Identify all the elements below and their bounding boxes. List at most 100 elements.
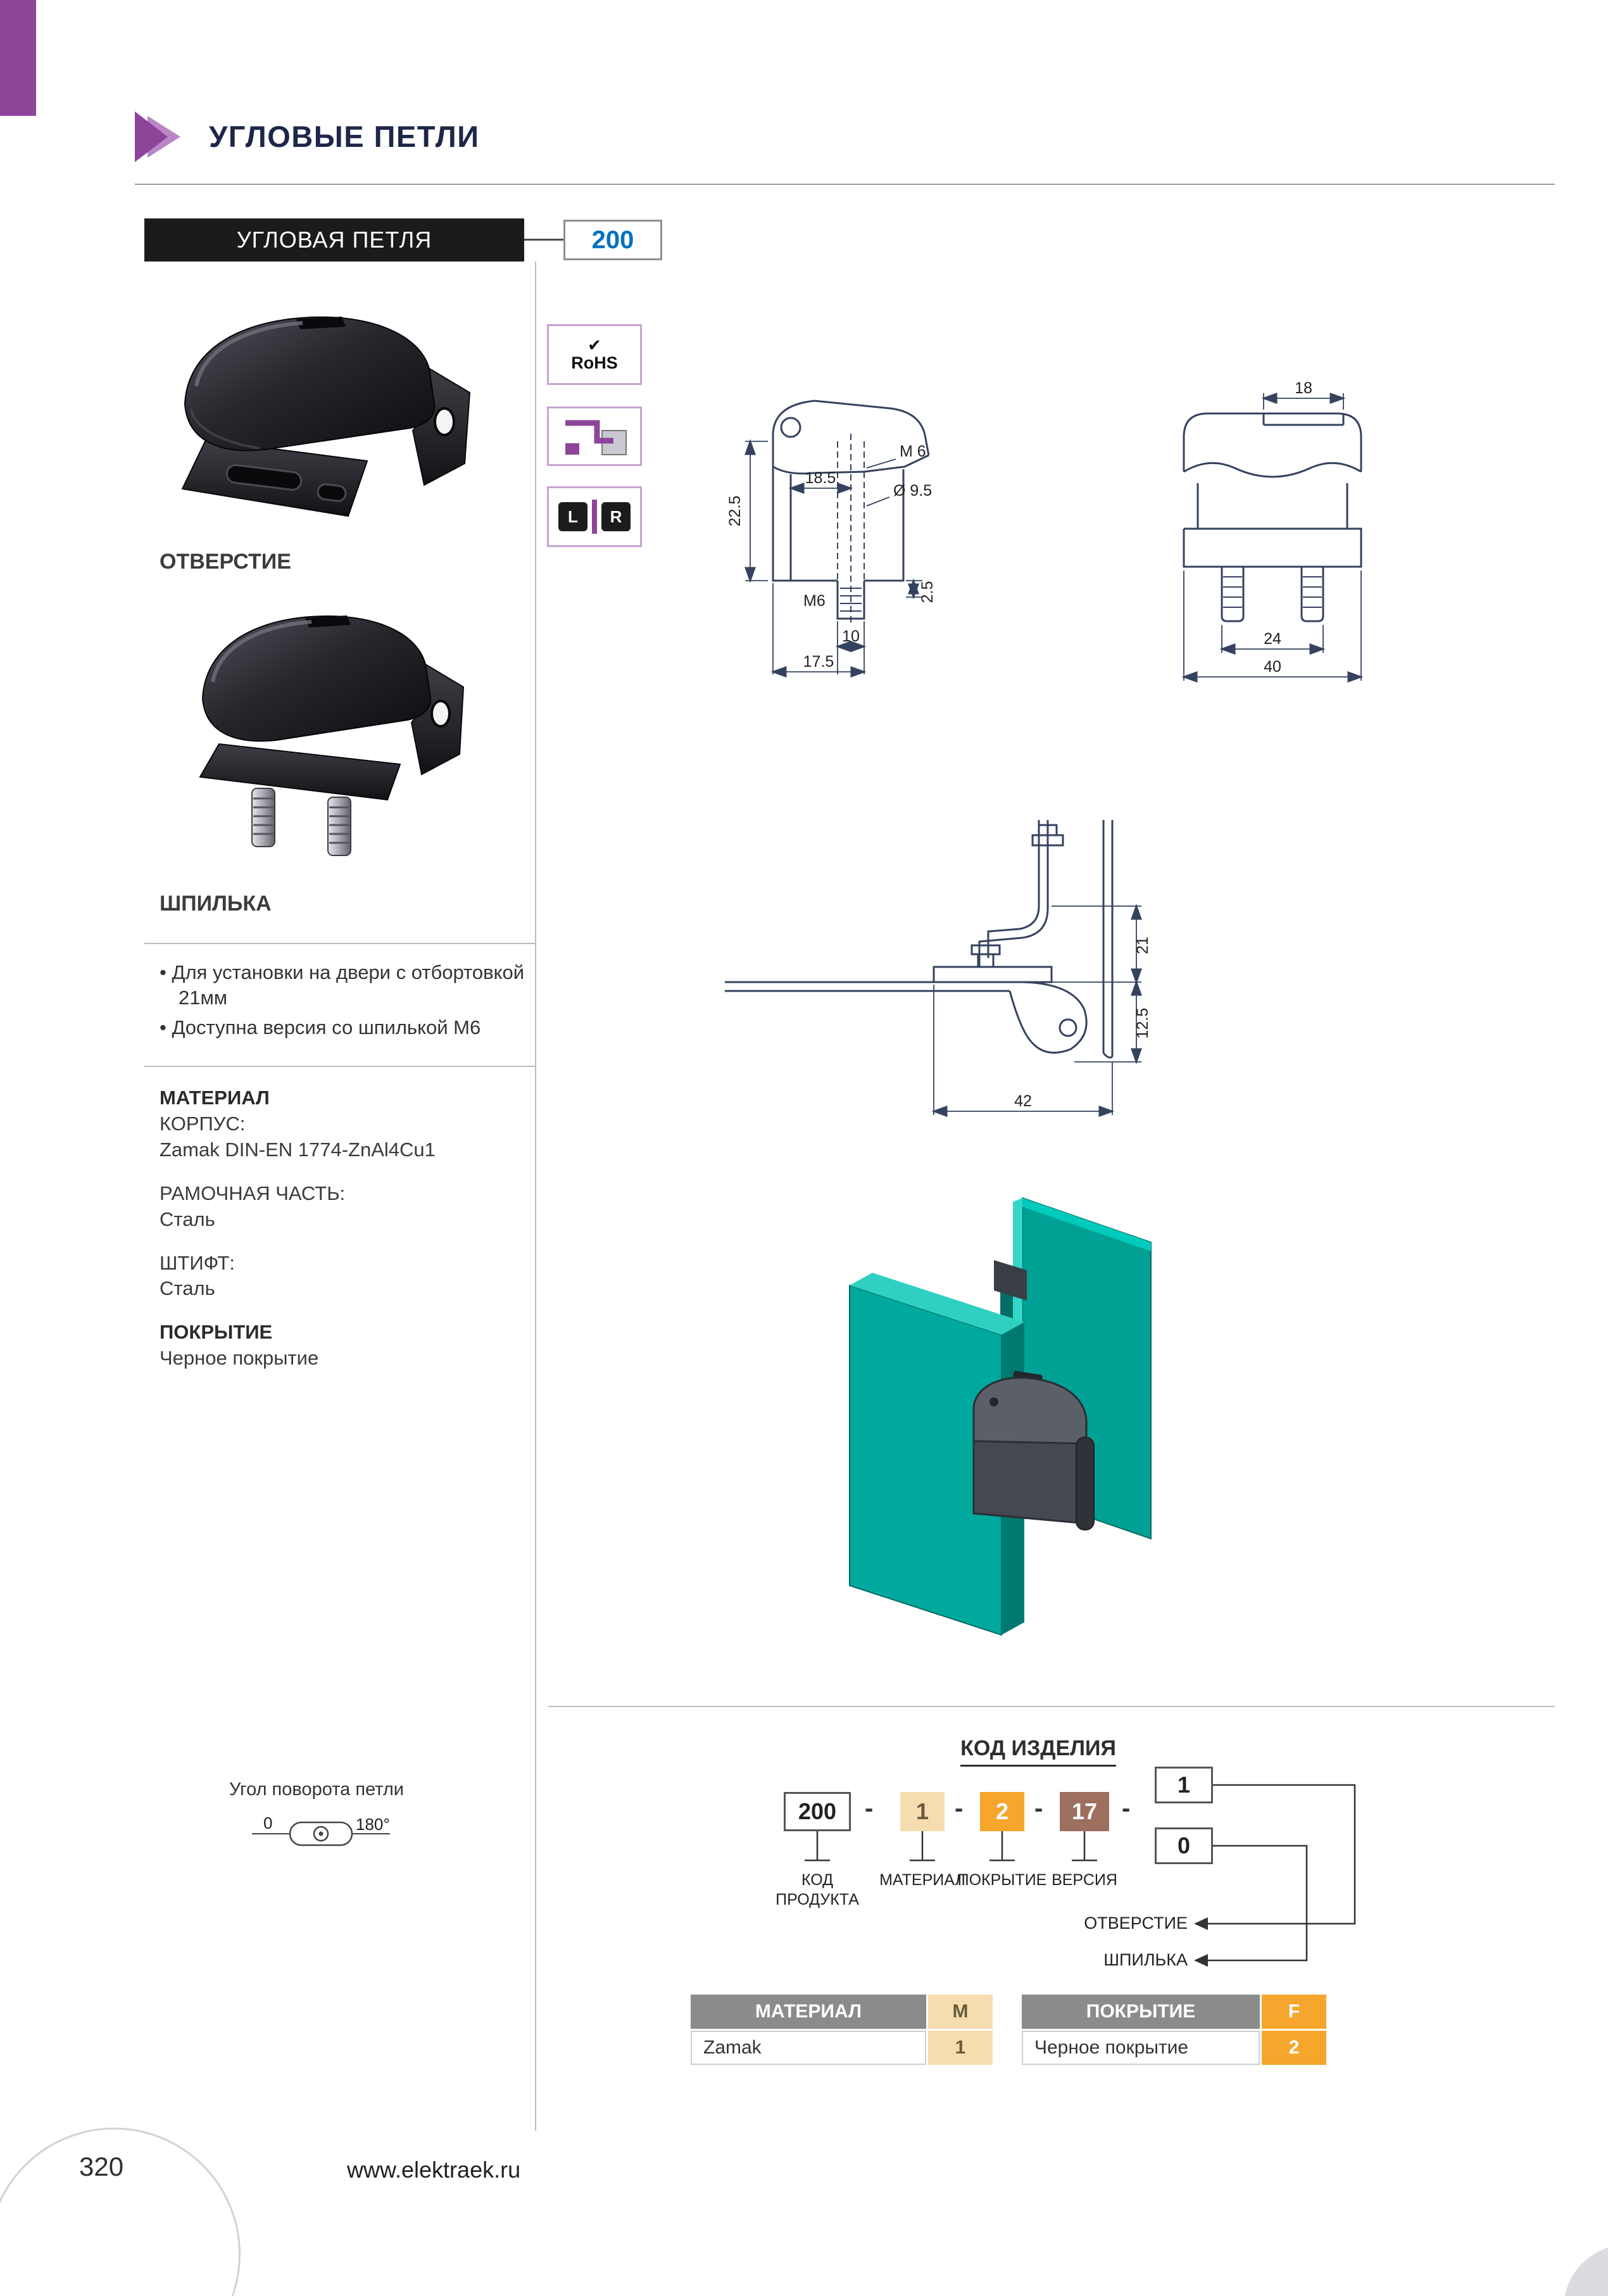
rotation-max: 180° bbox=[356, 1815, 390, 1834]
product-title-bar: УГЛОВАЯ ПЕТЛЯ bbox=[144, 218, 524, 262]
check-icon: ✔ bbox=[587, 335, 601, 355]
order-label-product-code-line1: КОД bbox=[801, 1871, 834, 1889]
dim-section-lower: 12.5 bbox=[1134, 1008, 1152, 1039]
door-mount-badge bbox=[547, 407, 642, 466]
rotation-label: Угол поворота петли bbox=[229, 1779, 404, 1800]
order-code-title: КОД ИЗДЕЛИЯ bbox=[886, 1736, 1190, 1767]
material-table-col-code: M bbox=[928, 1995, 993, 2029]
dim-side-base-width: 17.5 bbox=[803, 653, 834, 671]
website-url[interactable]: www.elektraek.ru bbox=[347, 2157, 521, 2183]
order-sep: - bbox=[955, 1795, 964, 1822]
variant-hole-label: ОТВЕРСТИЕ bbox=[160, 550, 291, 574]
coating-title: ПОКРЫТИЕ bbox=[160, 1321, 273, 1344]
order-option-stud-label: ШПИЛЬКА bbox=[1103, 1950, 1188, 1969]
left-rule-2 bbox=[144, 1066, 535, 1067]
purple-corner-band bbox=[0, 0, 36, 116]
coating-table-header-row: ПОКРЫТИЕ F bbox=[1022, 1995, 1326, 2029]
dim-side-top-width: 18.5 bbox=[805, 469, 836, 487]
order-option-stud-digit: 0 bbox=[1155, 1827, 1213, 1864]
frame-label: РАМОЧНАЯ ЧАСТЬ: bbox=[160, 1182, 346, 1204]
material-name-cell: Zamak bbox=[691, 2031, 926, 2065]
order-section-rule bbox=[548, 1706, 1555, 1707]
order-option-hole-digit: 1 bbox=[1155, 1767, 1213, 1803]
rohs-badge: ✔ RoHS bbox=[547, 324, 642, 385]
section-arrow-icon bbox=[135, 111, 180, 162]
right-letter: R bbox=[610, 507, 622, 526]
page-title: УГЛОВЫЕ ПЕТЛИ bbox=[209, 120, 480, 153]
left-right-badge: L R bbox=[547, 486, 642, 547]
dim-side-hole: Ø 9.5 bbox=[893, 482, 932, 500]
lr-divider bbox=[592, 500, 597, 534]
coating-table: ПОКРЫТИЕ F Черное покрытие 2 bbox=[1022, 1995, 1326, 2065]
page-number: 320 bbox=[79, 2152, 124, 2181]
order-sep: - bbox=[865, 1795, 874, 1822]
product-title: УГЛОВАЯ ПЕТЛЯ bbox=[236, 227, 432, 253]
product-photo-hole-version bbox=[181, 316, 471, 517]
dim-side-height: 22.5 bbox=[726, 496, 744, 527]
dim-side-stud-thread: M6 bbox=[803, 592, 826, 610]
variant-stud-label: ШПИЛЬКА bbox=[160, 892, 272, 916]
feature-list: • Для установки на двери с отбортовкой 2… bbox=[160, 960, 525, 1040]
order-sep: - bbox=[1122, 1795, 1131, 1822]
order-code-product: 200 bbox=[784, 1792, 851, 1831]
rotation-diagram: 0 180° bbox=[252, 1813, 390, 1846]
feature-item: • Доступна версия со шпилькой М6 bbox=[160, 1016, 481, 1038]
product-render bbox=[849, 1197, 1152, 1636]
material-table: МАТЕРИАЛ M Zamak 1 bbox=[691, 1995, 993, 2065]
order-label-material: МАТЕРИАЛ bbox=[879, 1871, 965, 1889]
drawing-side-view: 22.5 18.5 M 6 Ø 9.5 2.5 M6 10 17.5 bbox=[726, 400, 936, 678]
coating-value: Черное покрытие bbox=[160, 1347, 319, 1370]
frame-value: Сталь bbox=[160, 1208, 215, 1230]
drawing-section-view: 21 12.5 42 bbox=[725, 820, 1152, 1117]
dim-side-offset: 2.5 bbox=[919, 581, 936, 603]
code-connector-line bbox=[524, 239, 563, 241]
dim-front-width: 40 bbox=[1264, 658, 1281, 676]
material-table-header: МАТЕРИАЛ bbox=[691, 1995, 926, 2029]
dim-section-depth: 42 bbox=[1014, 1092, 1032, 1110]
product-code: 200 bbox=[591, 225, 634, 254]
dim-side-stud-width: 10 bbox=[842, 628, 860, 645]
order-label-version: ВЕРСИЯ bbox=[1052, 1871, 1117, 1889]
rotation-min: 0 bbox=[263, 1813, 272, 1832]
coating-table-header: ПОКРЫТИЕ bbox=[1022, 1995, 1260, 2029]
dim-side-thread: M 6 bbox=[900, 443, 926, 460]
order-code-title-text: КОД ИЗДЕЛИЯ bbox=[960, 1736, 1116, 1767]
door-mount-icon bbox=[565, 420, 627, 455]
left-hand-icon: L bbox=[558, 502, 587, 531]
product-photo-stud-version bbox=[199, 615, 465, 856]
order-code-coating: 2 bbox=[980, 1792, 1024, 1831]
order-option-hole-label: ОТВЕРСТИЕ bbox=[1084, 1914, 1188, 1933]
order-label-product-code: КОД ПРОДУКТА bbox=[754, 1870, 881, 1910]
coating-code-cell: 2 bbox=[1262, 2031, 1326, 2065]
order-label-product-code-line2: ПРОДУКТА bbox=[776, 1891, 859, 1909]
left-rule-1 bbox=[144, 943, 535, 944]
corner-ornament bbox=[1564, 2245, 1608, 2296]
order-code-material: 1 bbox=[900, 1792, 945, 1831]
drawing-front-view: 18 24 40 bbox=[1181, 379, 1364, 683]
left-letter: L bbox=[568, 507, 578, 526]
material-table-header-row: МАТЕРИАЛ M bbox=[691, 1995, 993, 2029]
right-hand-icon: R bbox=[601, 502, 631, 531]
material-table-row: Zamak 1 bbox=[691, 2031, 993, 2065]
body-label: КОРПУС: bbox=[160, 1112, 246, 1135]
material-code-cell: 1 bbox=[928, 2031, 993, 2065]
coating-table-col-code: F bbox=[1262, 1995, 1326, 2029]
dim-front-slot: 18 bbox=[1295, 379, 1312, 397]
material-title: МАТЕРИАЛ bbox=[160, 1087, 270, 1109]
rohs-label: RoHS bbox=[571, 353, 618, 372]
product-code-box: 200 bbox=[563, 220, 662, 260]
pin-value: Сталь bbox=[160, 1277, 215, 1300]
body-value: Zamak DIN-EN 1774-ZnAl4Cu1 bbox=[160, 1138, 436, 1161]
order-code-version: 17 bbox=[1060, 1792, 1109, 1831]
header-rule bbox=[135, 184, 1555, 185]
pin-label: ШТИФТ: bbox=[160, 1251, 236, 1274]
coating-name-cell: Черное покрытие bbox=[1022, 2031, 1260, 2065]
spec-block: МАТЕРИАЛ КОРПУС: Zamak DIN-EN 1774-ZnAl4… bbox=[160, 1085, 527, 1372]
order-code-connectors bbox=[805, 1784, 1356, 1967]
order-label-coating: ПОКРЫТИЕ bbox=[957, 1871, 1047, 1889]
column-divider bbox=[535, 262, 536, 2131]
dim-section-upper: 21 bbox=[1134, 937, 1152, 954]
dim-front-stud-span: 24 bbox=[1264, 630, 1281, 648]
order-sep: - bbox=[1034, 1795, 1043, 1822]
